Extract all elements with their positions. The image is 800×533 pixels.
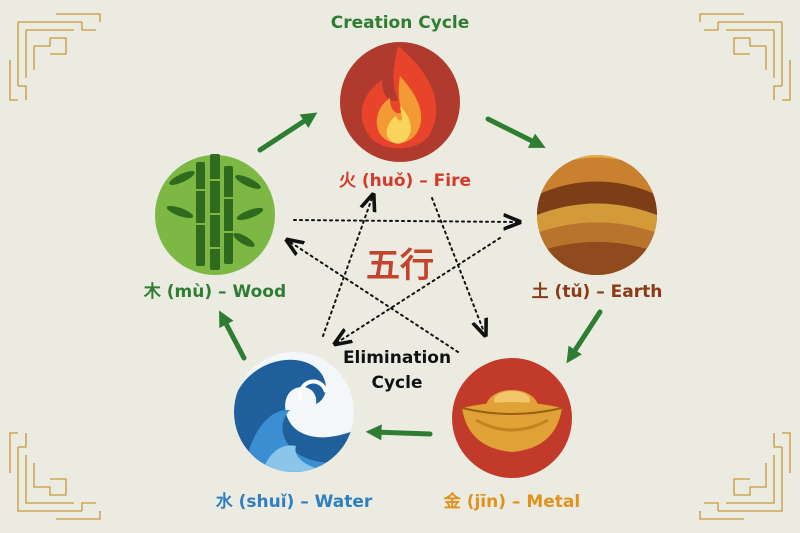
water-icon [234, 352, 354, 472]
creation-arrows [219, 112, 603, 441]
corner-ornament-top-left [9, 13, 101, 101]
elimination-cycle-title: Elimination Cycle [343, 346, 451, 396]
corner-ornament-top-right [699, 13, 791, 101]
creation-arrow-earth-to-metal [566, 309, 603, 364]
creation-arrow-water-to-wood [219, 310, 247, 361]
metal-icon [452, 358, 572, 478]
corner-ornament-bottom-right [699, 432, 791, 520]
metal-label: 金 (jīn) – Metal [443, 492, 581, 512]
elimination-cycle-title-line1: Elimination [342, 348, 452, 368]
elimination-arrow-water-to-fire [322, 198, 372, 337]
creation-arrow-fire-to-earth [485, 116, 546, 148]
creation-arrow-metal-to-water [365, 424, 433, 441]
elimination-arrow-wood-to-earth [293, 220, 516, 222]
corner-ornament-bottom-left [9, 432, 101, 520]
creation-cycle-title: Creation Cycle [330, 13, 470, 33]
wood-icon [155, 154, 275, 275]
elimination-arrows [290, 198, 516, 353]
water-label: 水 (shuǐ) – Water [215, 492, 373, 512]
elimination-arrow-earth-to-water [338, 237, 501, 342]
wood-label: 木 (mù) – Wood [143, 282, 287, 302]
fire-icon [340, 42, 460, 162]
earth-icon [537, 155, 657, 275]
elimination-cycle-title-line2: Cycle [371, 373, 423, 393]
fire-label: 火 (huǒ) – Fire [338, 171, 472, 191]
elimination-arrow-metal-to-wood [290, 242, 459, 353]
center-title: 五行 [366, 246, 434, 286]
earth-label: 土 (tǔ) – Earth [531, 282, 663, 302]
creation-arrow-wood-to-fire [257, 112, 318, 153]
